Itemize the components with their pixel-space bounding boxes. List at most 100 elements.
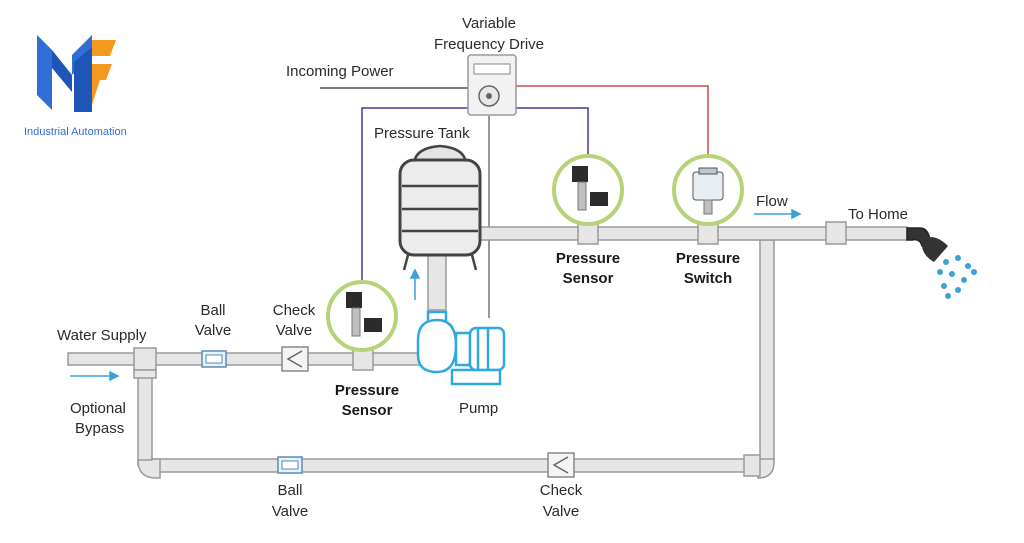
logo-diagonal: [52, 50, 72, 92]
flow-arrows: [70, 208, 802, 382]
company-logo: Industrial Automation: [24, 35, 127, 138]
pump-coupling: [454, 331, 472, 367]
vfd-label-line2: Frequency Drive: [434, 36, 544, 53]
pressure-sensor-mid-label-2: Sensor: [563, 270, 614, 287]
tank-arrow-head: [409, 268, 421, 279]
logo-orange-mid: [92, 64, 112, 80]
bypass-collar-top: [133, 369, 157, 379]
switch-housing: [692, 171, 724, 201]
pressure-switch-label-1: Pressure: [676, 250, 740, 267]
water-drop: [965, 263, 971, 269]
pressure-sensor-left[interactable]: [326, 280, 398, 352]
check-valve-top-symbol: [286, 350, 303, 368]
water-drop: [937, 269, 943, 275]
ball-valve-bottom[interactable]: [277, 456, 303, 474]
sensor-mid-stem: [577, 181, 587, 211]
water-drop: [971, 269, 977, 275]
water-drop: [955, 287, 961, 293]
water-drop: [955, 255, 961, 261]
flow-label: Flow: [756, 193, 788, 210]
pump[interactable]: [416, 310, 506, 386]
logo-column: [74, 47, 92, 112]
check-valve-bottom-label-2: Valve: [543, 503, 579, 520]
water-drop: [961, 277, 967, 283]
pressure-sensor-left-label-2: Sensor: [342, 402, 393, 419]
tank-leg-left: [402, 254, 410, 271]
sensor-left-stem: [351, 307, 361, 337]
pressure-sensor-left-label-1: Pressure: [335, 382, 399, 399]
sensor-mid-head: [572, 166, 588, 182]
sensor-left-head: [346, 292, 362, 308]
incoming-power-label: Incoming Power: [286, 63, 394, 80]
sensor-mid-connector: [590, 192, 608, 206]
tank-body: [398, 158, 482, 257]
elbow-bottom-right: [757, 458, 775, 479]
flow-arrow-head: [791, 208, 802, 220]
optional-bypass-label-2: Bypass: [75, 420, 124, 437]
supply-arrow-head: [109, 370, 120, 382]
to-home-label: To Home: [848, 206, 908, 223]
pressure-sensor-mid[interactable]: [552, 154, 624, 226]
check-valve-top[interactable]: [281, 346, 309, 372]
pressure-switch[interactable]: [672, 154, 744, 226]
ball-valve-top-inner: [205, 354, 223, 364]
left-sensor-wire: [361, 107, 473, 282]
logo-bar-left: [37, 35, 52, 110]
bypass-pipe-right: [759, 239, 775, 463]
check-valve-bottom-label-1: Check: [540, 482, 583, 499]
sensor-mid-ring: [552, 154, 624, 226]
switch-stem: [703, 199, 713, 215]
check-valve-bottom-symbol: [552, 456, 569, 474]
ball-valve-top[interactable]: [201, 350, 227, 368]
variable-frequency-drive[interactable]: [467, 54, 517, 116]
bypass-pipe-bottom: [151, 458, 759, 473]
check-valve-bottom[interactable]: [547, 452, 575, 478]
check-valve-top-label-1: Check: [273, 302, 316, 319]
logo-caption: Industrial Automation: [24, 126, 127, 138]
sensor-left-ring: [326, 280, 398, 352]
pressure-switch-wire: [515, 85, 709, 172]
pressure-sensor-mid-label-1: Pressure: [556, 250, 620, 267]
ball-valve-bottom-label-1: Ball: [277, 482, 302, 499]
pressure-tank[interactable]: [398, 144, 482, 271]
logo-orange-top: [92, 40, 116, 56]
optional-bypass-label-1: Optional: [70, 400, 126, 417]
water-supply-label: Water Supply: [57, 327, 147, 344]
switch-cap: [698, 167, 718, 175]
mid-sensor-wire: [515, 107, 589, 160]
pressure-tank-label: Pressure Tank: [374, 125, 470, 142]
ball-valve-top-label-2: Valve: [195, 322, 231, 339]
vfd-display: [473, 63, 511, 75]
pump-label: Pump: [459, 400, 498, 417]
pipe-coupling: [825, 221, 847, 245]
tank-riser-pipe: [427, 254, 447, 311]
shower-head-body: [921, 237, 948, 262]
check-valve-top-body: [281, 346, 309, 372]
check-valve-bottom-body: [547, 452, 575, 478]
bypass-collar-bottom: [743, 454, 761, 477]
logo-orange-tail: [92, 80, 100, 105]
ball-valve-bottom-inner: [281, 460, 299, 470]
shower-head: [921, 237, 977, 299]
signal-wiring: [320, 85, 709, 318]
pressure-switch-label-2: Switch: [684, 270, 732, 287]
water-drop: [949, 271, 955, 277]
vfd-keypad-center: [486, 93, 492, 99]
pump-base: [450, 368, 502, 386]
water-drop: [945, 293, 951, 299]
ball-valve-bottom-label-2: Valve: [272, 503, 308, 520]
check-valve-top-label-2: Valve: [276, 322, 312, 339]
tee-fitting-supply: [133, 347, 157, 371]
water-drop: [943, 259, 949, 265]
tank-leg-right: [470, 254, 478, 271]
elbow-bottom-left: [137, 458, 161, 479]
bypass-pipe-left: [137, 364, 153, 466]
ball-valve-top-label-1: Ball: [200, 302, 225, 319]
water-drops: [937, 255, 977, 299]
sensor-left-connector: [364, 318, 382, 332]
pump-volute: [416, 318, 458, 374]
water-drop: [941, 283, 947, 289]
vfd-label-line1: Variable: [462, 15, 516, 32]
